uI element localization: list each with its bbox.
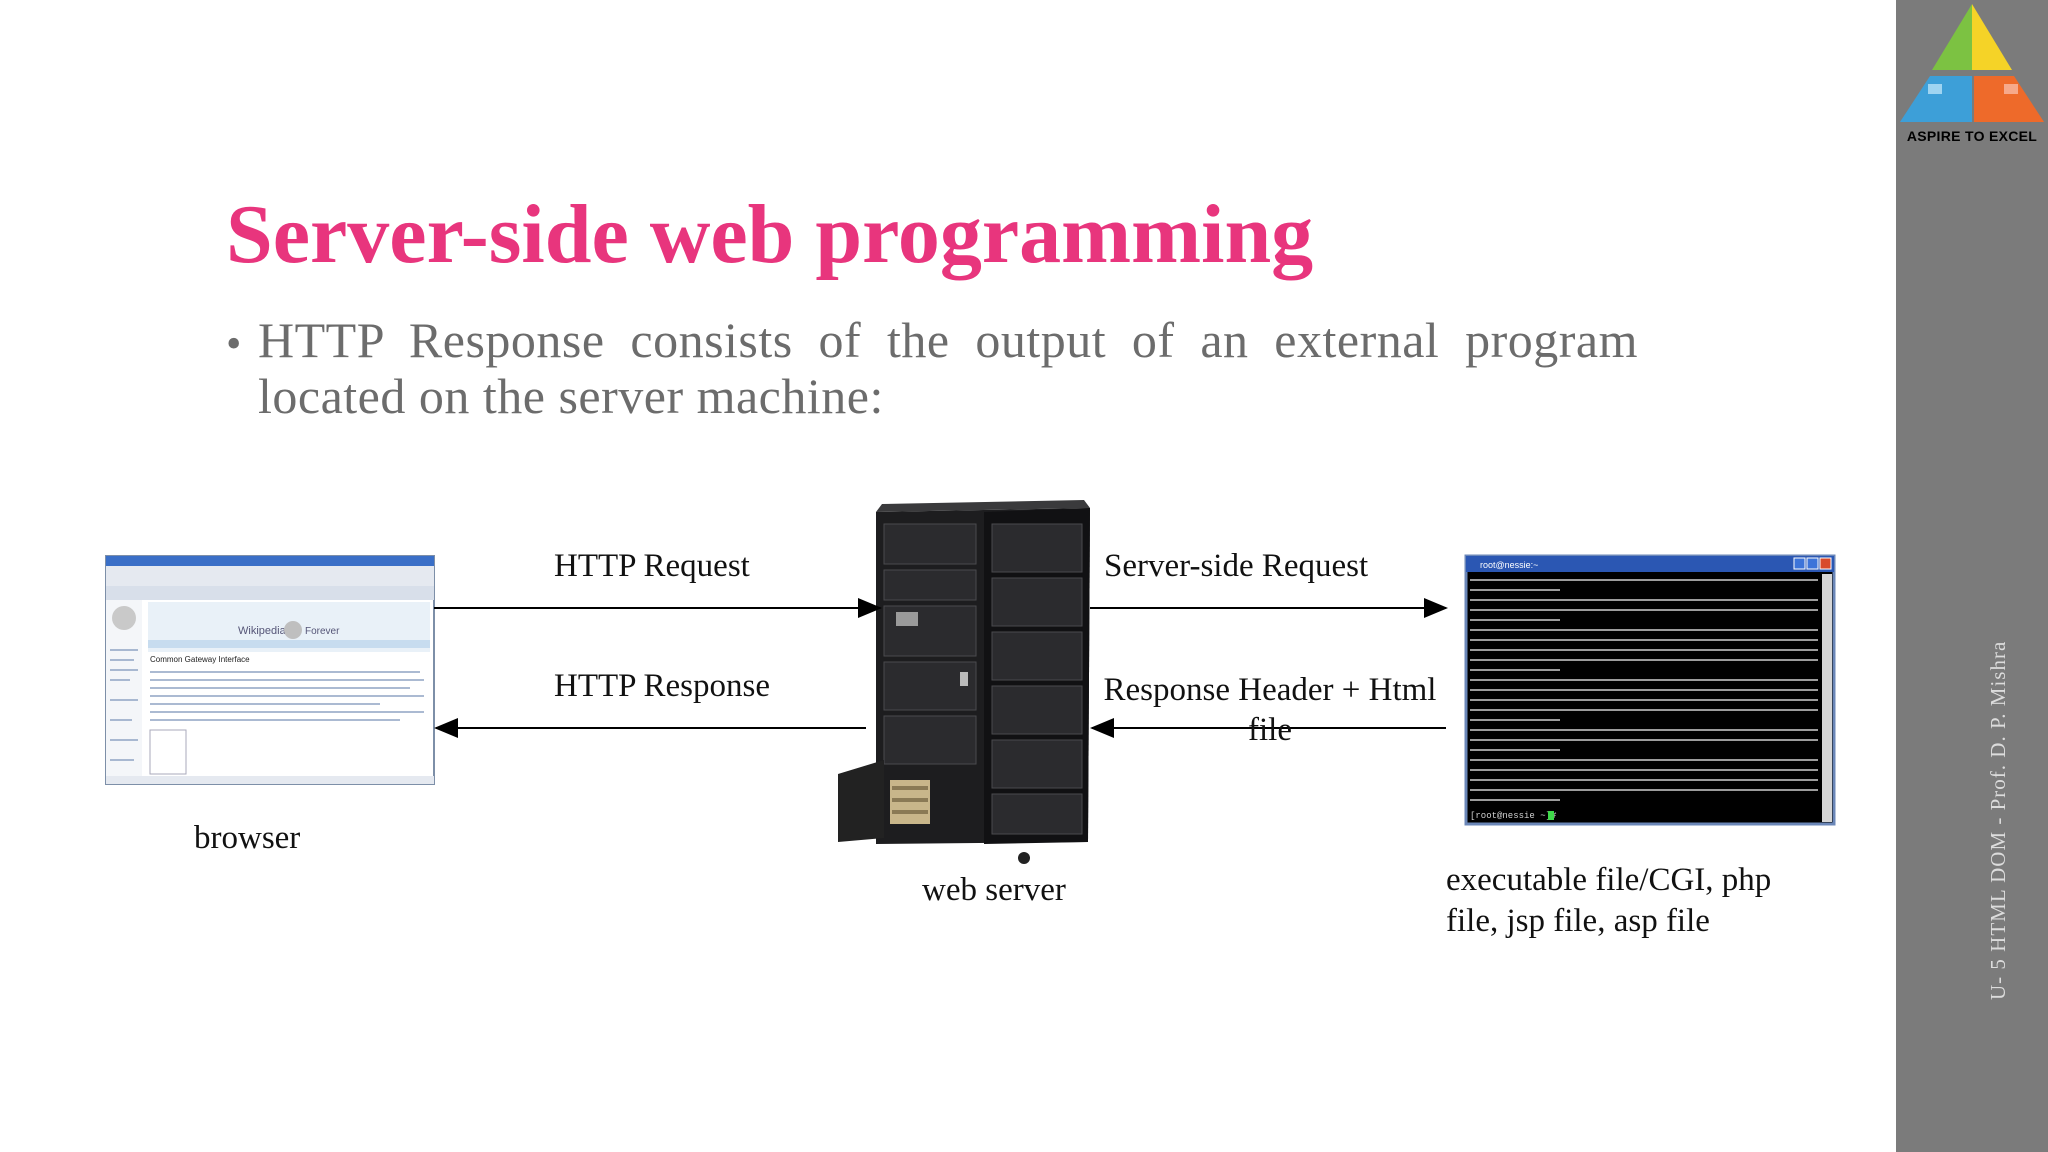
- response-header-label: Response Header + Html file: [1103, 672, 1437, 748]
- browser-label: browser: [194, 820, 301, 856]
- terminal-prompt-text: [root@nessie ~]#: [1470, 811, 1557, 821]
- diagram-canvas: Wikipedia Forever Common Gateway Interfa…: [105, 500, 1836, 864]
- browser-logo-text: Wikipedia: [238, 625, 287, 637]
- web-server-icon: [838, 500, 1090, 864]
- aspire-logo-icon: [1898, 4, 2046, 146]
- executable-label: executable file/CGI, php file, jsp file,…: [1446, 862, 1772, 939]
- logo-text: ASPIRE TO EXCEL: [1906, 128, 2038, 144]
- terminal-title-text: root@nessie:~: [1480, 560, 1538, 570]
- bullet-dot: •: [226, 319, 242, 368]
- http-request-label: HTTP Request: [554, 548, 750, 584]
- web-server-label: web server: [922, 872, 1066, 908]
- terminal-window-icon: root@nessie:~: [1464, 554, 1836, 826]
- browser-banner-text: Forever: [305, 626, 340, 637]
- sidebar-caption: U- 5 HTML DOM - Prof. D. P. Mishra: [1986, 640, 2010, 1000]
- bullet-text: HTTP Response consists of the output of …: [258, 312, 1638, 424]
- slide-title: Server-side web programming: [226, 188, 1314, 281]
- browser-article-title: Common Gateway Interface: [150, 655, 250, 664]
- sidebar-panel: [1896, 0, 2048, 1152]
- browser-window-icon: Wikipedia Forever Common Gateway Interfa…: [105, 555, 435, 785]
- server-side-request-label: Server-side Request: [1104, 548, 1369, 584]
- http-response-label: HTTP Response: [554, 668, 771, 704]
